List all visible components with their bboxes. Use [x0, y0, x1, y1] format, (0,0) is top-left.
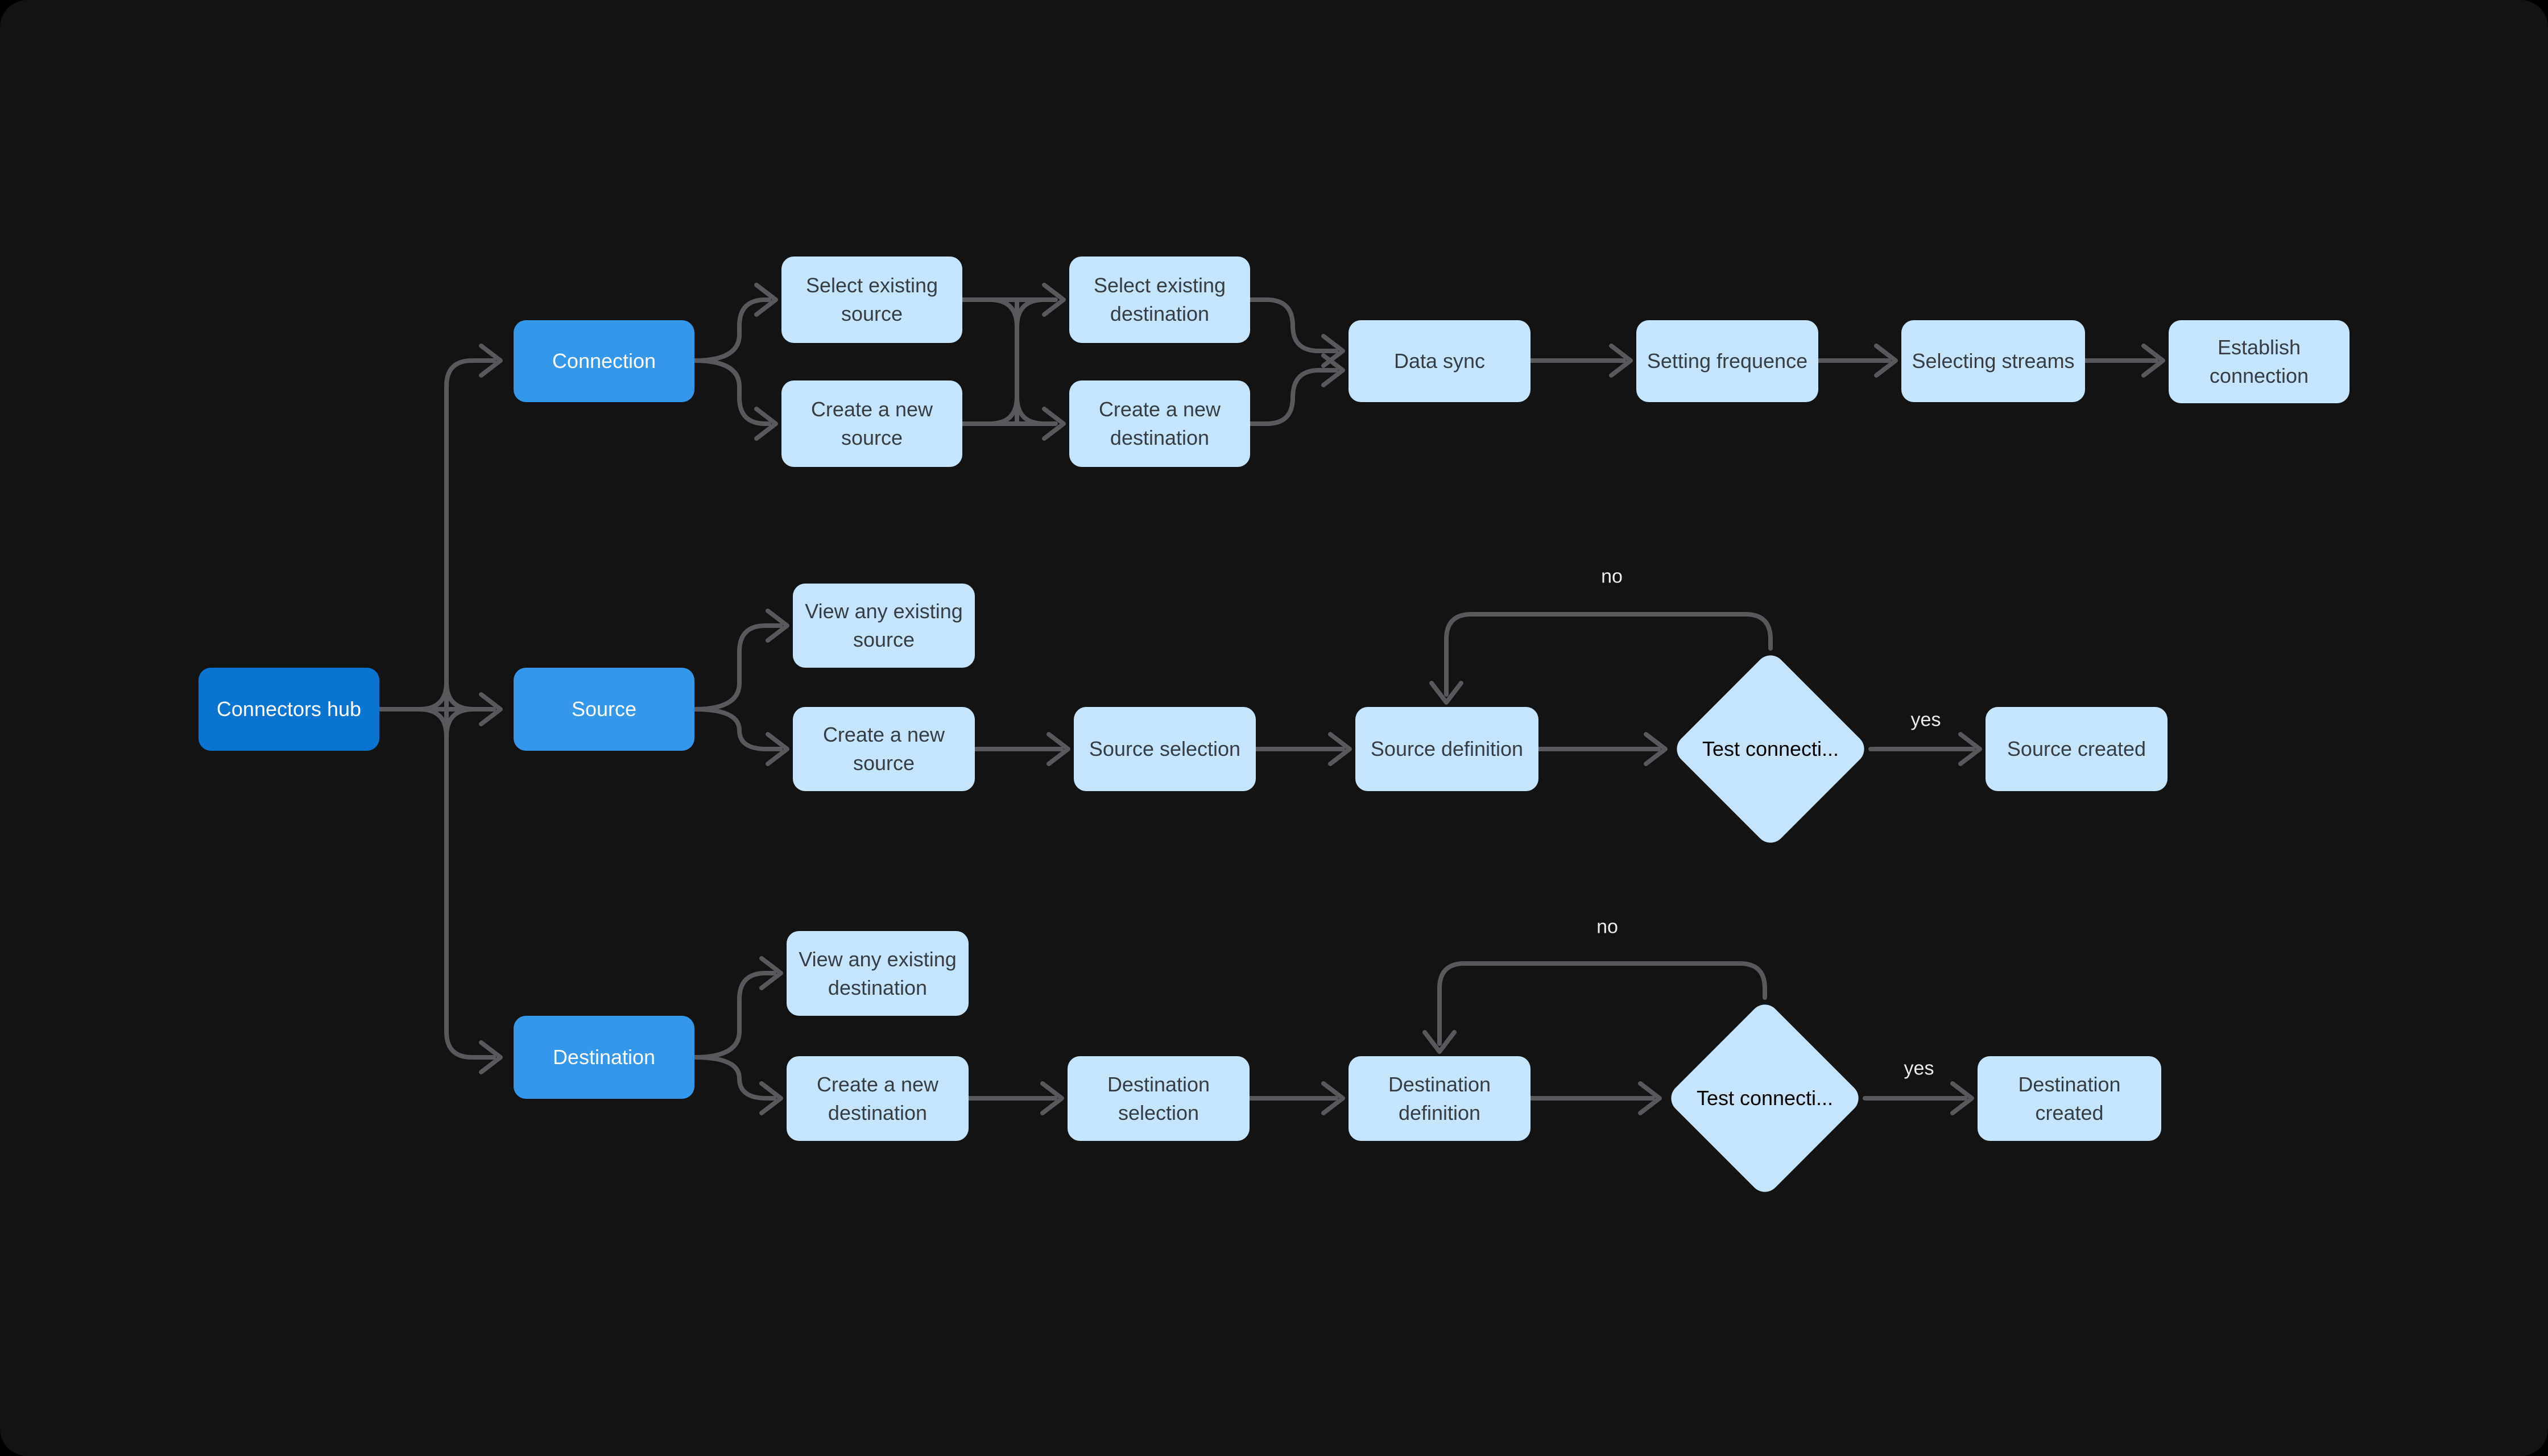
flow-node-create-a-new-destination-conn[interactable]: Create a new destination [1069, 380, 1250, 467]
flow-node-view-any-existing-source[interactable]: View any existing source [793, 584, 975, 668]
node-label: Source [571, 697, 637, 721]
node-label: Source definition [1370, 737, 1524, 760]
flow-node-create-a-new-source-conn[interactable]: Create a new source [781, 380, 962, 467]
node-label: Destination selection [1107, 1072, 1210, 1124]
node-label: Source created [2007, 737, 2146, 760]
edge-label-destination-yes: yes [1904, 1057, 1934, 1079]
flow-node-establish-connection[interactable]: Establish connection [2169, 320, 2350, 403]
flow-node-source[interactable]: Source [514, 668, 694, 751]
flow-node-destination[interactable]: Destination [514, 1016, 694, 1099]
edge-source-to-create-new [692, 707, 783, 751]
node-label: Create a new destination [816, 1072, 939, 1124]
flow-node-connection[interactable]: Connection [514, 320, 694, 402]
node-label: Source selection [1089, 737, 1241, 760]
flow-node-view-any-existing-destination[interactable]: View any existing destination [787, 931, 969, 1016]
edge-merge-top-to-data-sync [1248, 297, 1338, 353]
edge-destination-to-view-existing [692, 971, 776, 1060]
flow-node-select-existing-destination[interactable]: Select existing destination [1069, 257, 1250, 343]
edge-merge-bottom-to-data-sync [1248, 368, 1338, 426]
edge-trunk-flare [417, 680, 476, 739]
edge-cross-flares [987, 297, 1046, 426]
node-label: Select existing source [805, 274, 938, 325]
flow-node-selecting-streams[interactable]: Selecting streams [1901, 320, 2085, 402]
node-label: View any existing source [805, 599, 963, 651]
flow-node-source-selection[interactable]: Source selection [1074, 707, 1256, 791]
flow-node-test-connection-source[interactable]: Test connecti... [1670, 649, 1871, 849]
edge-no-loop-source [1444, 612, 1773, 697]
node-label: Destination definition [1388, 1072, 1491, 1124]
flow-node-source-created[interactable]: Source created [1986, 707, 2168, 791]
edge-trunk-down-to-destination [444, 707, 496, 1060]
edge-no-loop-destination [1437, 961, 1767, 1046]
arrowheads [479, 283, 2165, 1115]
edge-connection-to-select-existing-source [692, 297, 771, 363]
node-label: Create a new destination [1098, 398, 1221, 449]
flow-node-setting-frequence[interactable]: Setting frequence [1636, 320, 1818, 402]
flow-node-data-sync[interactable]: Data sync [1349, 320, 1531, 402]
node-label: Data sync [1393, 349, 1486, 373]
edge-destination-to-create-new [692, 1055, 776, 1101]
node-label: Connectors hub [216, 697, 362, 721]
flow-node-create-a-new-source[interactable]: Create a new source [793, 707, 975, 791]
flow-node-source-definition[interactable]: Source definition [1355, 707, 1538, 791]
node-label: View any existing destination [799, 947, 957, 999]
node-label: Setting frequence [1647, 349, 1808, 373]
edge-source-to-view-existing [692, 623, 783, 712]
node-label: Establish connection [2209, 336, 2309, 387]
node-label: Select existing destination [1093, 274, 1226, 325]
flow-node-create-a-new-destination[interactable]: Create a new destination [787, 1056, 969, 1141]
node-label: Destination [552, 1045, 656, 1069]
flow-node-select-existing-source[interactable]: Select existing source [781, 257, 962, 343]
node-label: Test connecti... [1702, 737, 1839, 760]
flow-node-destination-definition[interactable]: Destination definition [1349, 1056, 1531, 1141]
node-label: Test connecti... [1696, 1086, 1834, 1110]
node-label: Destination created [2018, 1072, 2121, 1124]
flow-node-destination-created[interactable]: Destination created [1978, 1056, 2161, 1141]
node-label: Connection [552, 349, 656, 373]
flow-node-destination-selection[interactable]: Destination selection [1068, 1056, 1250, 1141]
edge-label-source-yes: yes [1910, 709, 1941, 731]
edge-label-destination-no: no [1596, 916, 1618, 938]
node-label: Selecting streams [1912, 349, 2075, 373]
flow-node-connectors-hub[interactable]: Connectors hub [198, 668, 379, 751]
edge-connection-to-create-source [692, 358, 771, 426]
flow-node-test-connection-destination[interactable]: Test connecti... [1665, 998, 1865, 1198]
edge-label-source-no: no [1601, 565, 1623, 588]
node-label: Create a new source [810, 398, 933, 449]
edge-trunk-up-to-connection [444, 358, 496, 712]
node-label: Create a new source [822, 723, 945, 775]
